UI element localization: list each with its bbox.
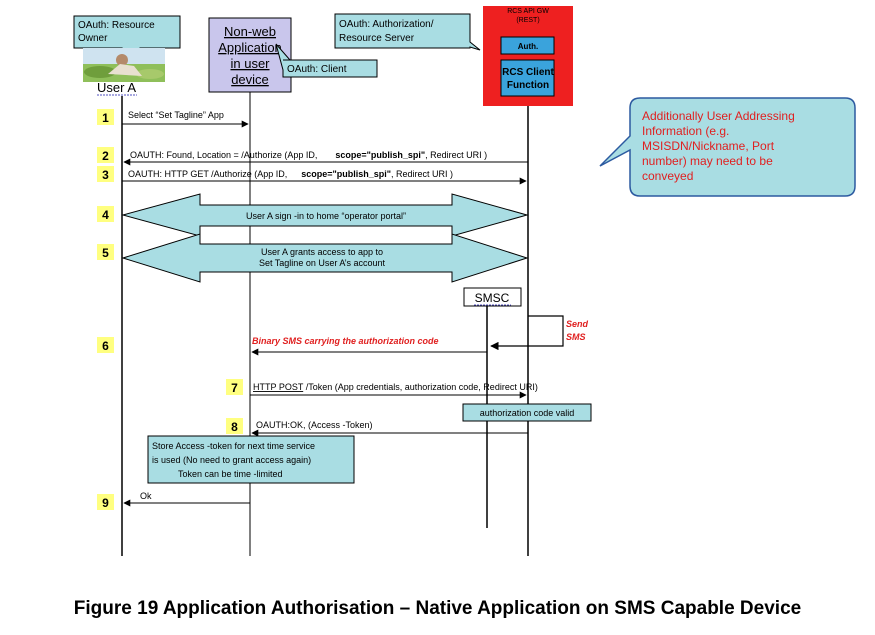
resource-owner-note-line1: OAuth: Resource xyxy=(78,20,155,31)
step-7-number: 7 xyxy=(231,381,238,395)
addressing-note-line2: Information (e.g. xyxy=(642,124,729,138)
auth-code-valid-text: authorization code valid xyxy=(480,408,575,418)
app-box xyxy=(208,17,292,93)
step-4-badge xyxy=(97,206,114,222)
step-5-number: 5 xyxy=(102,246,109,260)
figure-caption: Figure 19 Application Authorisation – Na… xyxy=(73,598,802,619)
smsc-label: SMSC xyxy=(475,291,510,305)
step-8-text: OAUTH:OK, (Access -Token) xyxy=(256,420,373,430)
step-5-double-arrow xyxy=(121,233,529,283)
app-box-line1: Non-web xyxy=(224,24,276,39)
send-sms-line2: SMS xyxy=(566,332,586,342)
app-box-line2: Application xyxy=(218,40,282,55)
rcs-client-line1: RCS Client xyxy=(502,67,554,78)
store-token-line3: Token can be time -limited xyxy=(178,469,283,479)
step-2-text: OAUTH: Found, Location = /Authorize (App… xyxy=(130,150,487,160)
step-1-number: 1 xyxy=(102,111,109,125)
store-token-note xyxy=(147,435,355,484)
addressing-note-line5: conveyed xyxy=(642,169,693,183)
step-5-badge xyxy=(97,244,114,260)
step-4-number: 4 xyxy=(102,208,109,222)
step-9-badge xyxy=(97,494,114,510)
gw-title-line1: RCS API GW xyxy=(507,8,549,15)
step-8-number: 8 xyxy=(231,420,238,434)
step-6-badge xyxy=(97,337,114,353)
step-7-text: HTTP POST /Token (App credentials, autho… xyxy=(253,382,538,392)
auth-label: Auth. xyxy=(518,42,538,51)
step-8-badge xyxy=(226,418,243,434)
user-a-label: User A xyxy=(97,80,136,95)
step-1-text: Select “Set Tagline” App xyxy=(128,110,224,120)
user-photo xyxy=(83,48,165,82)
server-note-line1: OAuth: Authorization/ xyxy=(339,19,434,30)
addressing-note-line1: Additionally User Addressing xyxy=(642,109,795,123)
step-6-number: 6 xyxy=(102,339,109,353)
app-box-line4: device xyxy=(231,72,269,87)
step-2-number: 2 xyxy=(102,149,109,163)
rcs-client-line2: Function xyxy=(507,80,549,91)
store-token-line2: is used (No need to grant access again) xyxy=(152,455,311,465)
client-note xyxy=(275,43,378,78)
send-sms-line1: Send xyxy=(566,319,589,329)
step-3-number: 3 xyxy=(102,168,109,182)
client-note-text: OAuth: Client xyxy=(287,64,347,75)
addressing-note-line3: MSISDN/Nickname, Port xyxy=(642,139,775,153)
step-5-line2: Set Tagline on User A’s account xyxy=(259,258,386,268)
addressing-note xyxy=(599,97,856,197)
step-3-text: OAUTH: HTTP GET /Authorize (App ID,scope… xyxy=(128,169,453,179)
step-2-badge xyxy=(97,147,114,163)
sequence-diagram: OAuth: Resource Owner User A Non-web App… xyxy=(73,6,856,556)
step-9-number: 9 xyxy=(102,496,109,510)
step-5-line1: User A grants access to app to xyxy=(261,247,383,257)
server-note xyxy=(334,13,481,51)
step-4-double-arrow xyxy=(121,193,529,237)
server-note-line2: Resource Server xyxy=(339,33,415,44)
smsc-box xyxy=(463,287,522,307)
step-3-badge xyxy=(97,166,114,182)
resource-owner-note-line2: Owner xyxy=(78,33,108,44)
app-box-line3: in user xyxy=(230,56,270,71)
step-7-badge xyxy=(226,379,243,395)
step-4-text: User A sign -in to home “operator portal… xyxy=(246,211,406,221)
store-token-line1: Store Access -token for next time servic… xyxy=(152,441,315,451)
step-9-text: Ok xyxy=(140,491,152,501)
send-sms-arrow xyxy=(490,315,564,351)
auth-code-valid-note xyxy=(462,403,592,422)
addressing-note-line4: number) may need to be xyxy=(642,154,773,168)
auth-box xyxy=(500,36,555,55)
step-1-badge xyxy=(97,109,114,125)
step-6-text: Binary SMS carrying the authorization co… xyxy=(252,336,439,346)
gw-title-line2: (REST) xyxy=(516,17,539,24)
rcs-client-box xyxy=(500,59,555,97)
